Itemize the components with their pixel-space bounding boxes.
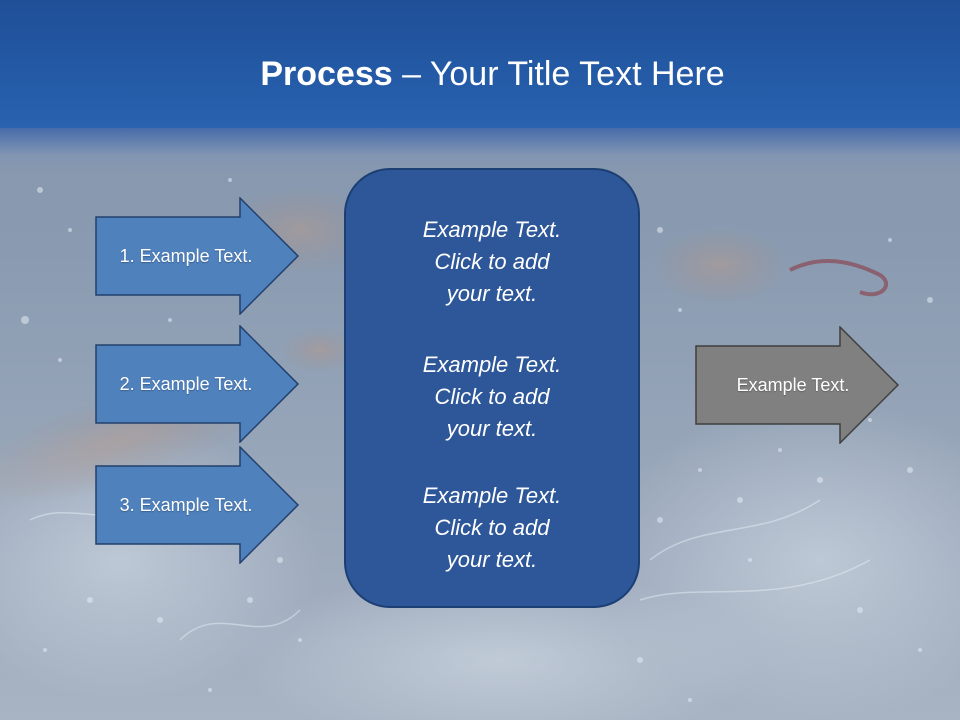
right-arrow-shape-icon [695,326,900,444]
result-arrow-label: Example Text. [736,374,850,395]
page-title[interactable]: Process – Your Title Text Here [0,52,960,96]
result-arrow[interactable]: Example Text. [695,326,901,444]
process-arrow-3-label: 3. Example Text. [119,494,253,515]
center-text-box[interactable]: Example Text. Click to add your text. Ex… [344,168,640,608]
process-arrow-2[interactable]: 2. Example Text. [95,325,301,443]
center-text-line: Click to add [434,249,550,274]
process-arrow-1-label: 1. Example Text. [119,245,253,266]
center-text-line: Click to add [434,384,550,409]
right-arrow-shape-icon [95,325,300,443]
page-title-rest: – Your Title Text Here [392,55,725,93]
right-arrow-shape-icon [95,197,300,315]
title-bar [0,0,960,128]
center-text-block-2: Example Text. Click to add your text. [346,349,638,445]
center-text-block-3: Example Text. Click to add your text. [346,480,638,576]
center-text-line: your text. [446,547,538,572]
center-text-line: Example Text. [422,217,562,242]
center-text-line: Example Text. [422,352,562,377]
page-title-bold: Process [260,55,393,93]
center-text-block-1: Example Text. Click to add your text. [346,214,638,310]
center-text-line: your text. [446,281,538,306]
process-arrow-2-label: 2. Example Text. [119,373,253,394]
process-arrow-1[interactable]: 1. Example Text. [95,197,301,315]
center-text-line: Example Text. [422,483,562,508]
center-text-line: your text. [446,416,538,441]
center-text-line: Click to add [434,515,550,540]
right-arrow-shape-icon [95,446,300,564]
process-arrow-3[interactable]: 3. Example Text. [95,446,301,564]
title-bar-fade [0,128,960,174]
